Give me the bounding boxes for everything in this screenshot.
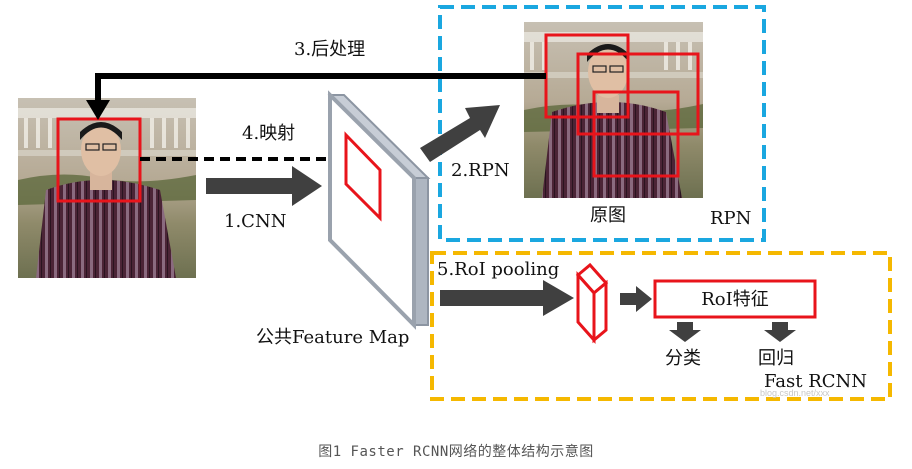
rpn-proposal-box-3 <box>592 90 680 178</box>
feature-roi-box <box>344 131 382 222</box>
cnn-arrow <box>206 166 322 206</box>
label-rpn-box: RPN <box>710 208 752 229</box>
to-roi-feature-arrow <box>620 286 652 312</box>
post-process-arrow <box>95 73 546 105</box>
roi-feature-box <box>653 279 817 319</box>
roi-pooling-arrow <box>440 280 574 316</box>
label-roi-feature: RoI特征 <box>701 289 769 310</box>
fast-rcnn-container <box>430 251 892 401</box>
label-cnn-step: 1.CNN <box>224 211 287 232</box>
label-mapping: 4.映射 <box>242 123 296 144</box>
label-original-image: 原图 <box>590 205 626 226</box>
cls-down-arrow <box>669 322 701 342</box>
figure-caption: 图1 Faster RCNN网络的整体结构示意图 <box>318 444 594 460</box>
label-fast-rcnn-box: Fast RCNN <box>764 371 868 392</box>
post-process-arrowhead <box>86 100 110 120</box>
label-shared-feature-map: 公共Feature Map <box>256 327 410 348</box>
label-rpn-step: 2.RPN <box>451 160 510 181</box>
pooled-feature-block <box>575 262 609 344</box>
rpn-arrow <box>420 105 500 162</box>
label-regression: 回归 <box>758 348 794 369</box>
input-photo <box>18 98 196 278</box>
rpn-photo <box>524 22 703 198</box>
watermark: blog.csdn.net/xxx <box>760 388 830 398</box>
reg-down-arrow <box>764 322 796 342</box>
rpn-container <box>438 5 766 242</box>
label-post-process: 3.后处理 <box>294 39 366 60</box>
label-roi-pooling: 5.RoI pooling <box>437 259 560 280</box>
rpn-proposal-box-2 <box>576 52 700 136</box>
label-classification: 分类 <box>665 348 701 369</box>
